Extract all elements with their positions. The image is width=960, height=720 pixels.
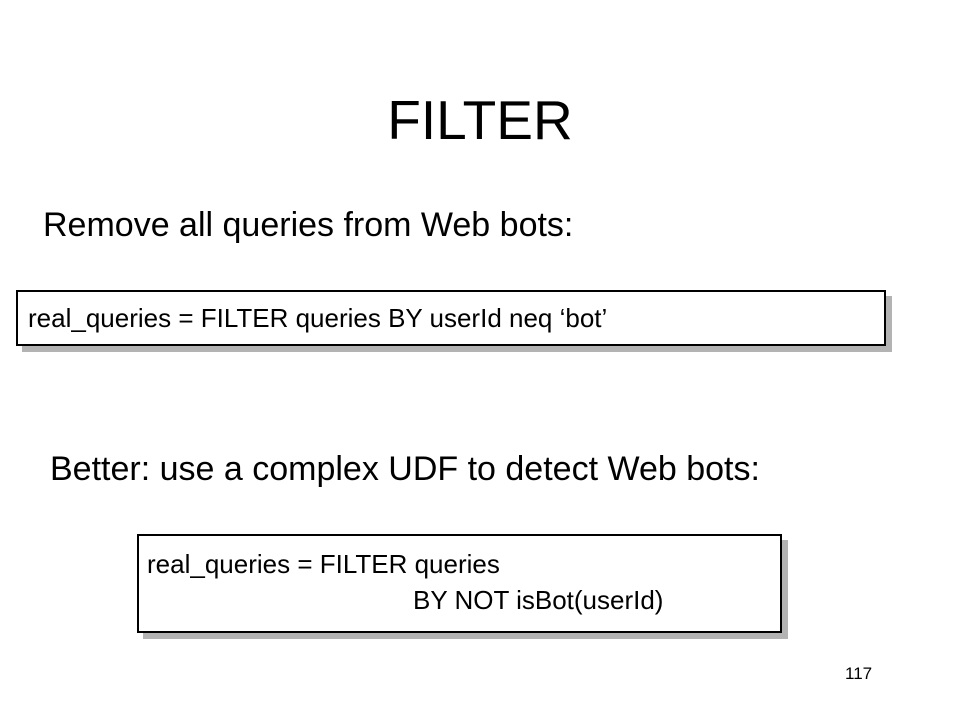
page-number: 117 (845, 664, 873, 683)
code-box-udf-filter: real_queries = FILTER queries BY NOT isB… (137, 534, 782, 633)
bullet-remove-bots: Remove all queries from Web bots: (43, 206, 574, 244)
slide-title: FILTER (387, 89, 573, 151)
code-line: real_queries = FILTER queries BY userId … (28, 303, 608, 333)
code-line-2: BY NOT isBot(userId) (413, 585, 664, 615)
code-box-simple-filter: real_queries = FILTER queries BY userId … (16, 290, 886, 346)
code-line-1: real_queries = FILTER queries (147, 549, 500, 579)
bullet-udf: Better: use a complex UDF to detect Web … (50, 450, 760, 488)
